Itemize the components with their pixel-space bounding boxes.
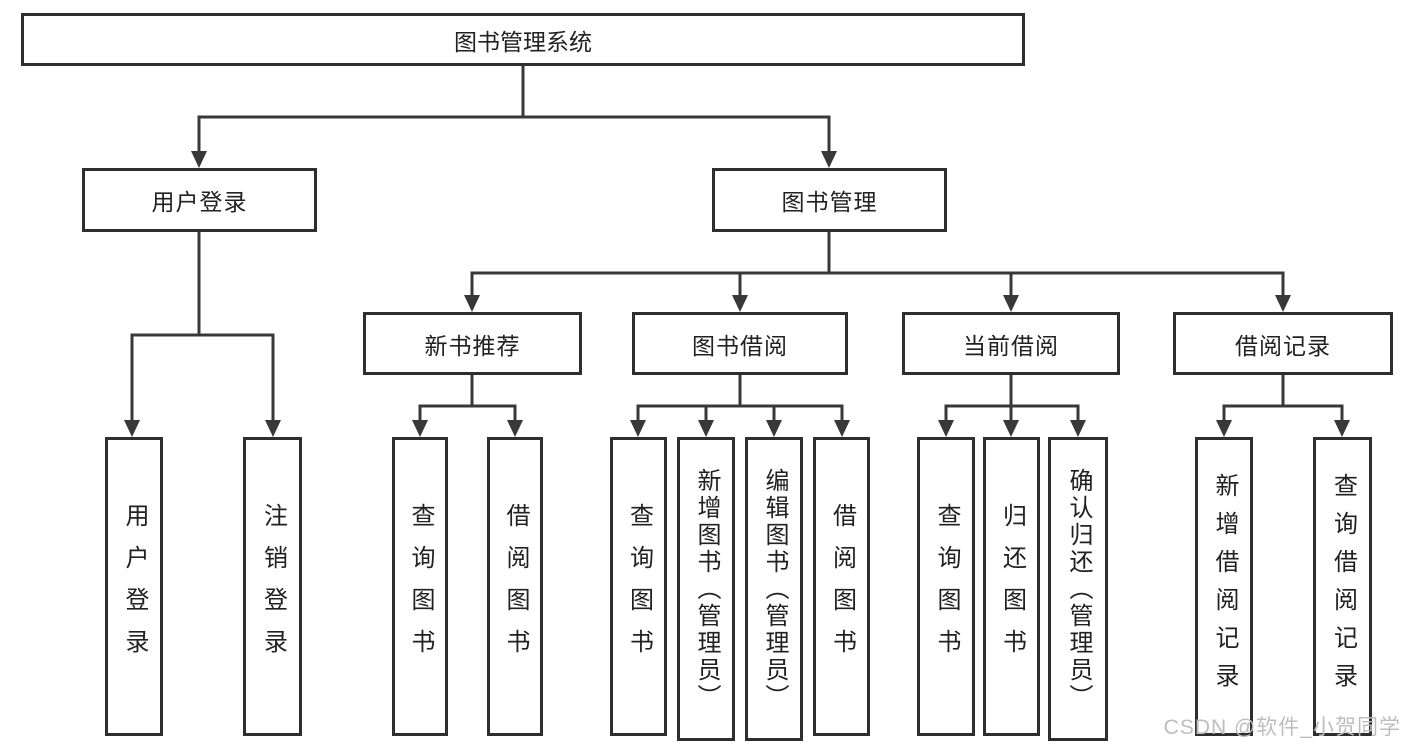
leaf-user-login: 用户登录: [105, 437, 163, 736]
leaf-logout: 注销登录: [243, 437, 302, 736]
leaf-add-book-admin-label: 新增图书（管理员）: [693, 467, 720, 711]
leaf-return-book-label: 归还图书: [998, 502, 1026, 671]
node-book-management: 图书管理: [712, 168, 947, 232]
leaf-borrow-query-book: 查询图书: [610, 437, 667, 736]
leaf-recommend-borrow-book-label: 借阅图书: [502, 502, 529, 671]
leaf-borrow-borrow-book-label: 借阅图书: [828, 502, 856, 671]
leaf-add-borrow-record: 新增借阅记录: [1195, 437, 1253, 736]
leaf-edit-book-admin-label: 编辑图书（管理员）: [761, 467, 788, 711]
leaf-current-query-book-label: 查询图书: [933, 502, 960, 671]
node-current-borrow: 当前借阅: [902, 312, 1120, 375]
leaf-borrow-query-book-label: 查询图书: [625, 502, 653, 671]
node-user-login-label: 用户登录: [151, 189, 248, 215]
leaf-edit-book-admin: 编辑图书（管理员）: [745, 437, 803, 741]
leaf-recommend-query-book-label: 查询图书: [407, 502, 434, 671]
node-book-management-label: 图书管理: [781, 189, 878, 215]
leaf-add-borrow-record-label: 新增借阅记录: [1211, 472, 1238, 701]
node-current-borrow-label: 当前借阅: [963, 332, 1059, 359]
node-root-label: 图书管理系统: [454, 28, 592, 55]
node-borrow-records-label: 借阅记录: [1235, 332, 1331, 359]
leaf-query-borrow-record: 查询借阅记录: [1313, 437, 1372, 736]
leaf-return-book: 归还图书: [983, 437, 1040, 736]
leaf-current-query-book: 查询图书: [917, 437, 975, 736]
leaf-recommend-borrow-book: 借阅图书: [487, 437, 543, 736]
node-user-login: 用户登录: [82, 168, 317, 232]
node-book-borrow: 图书借阅: [632, 312, 848, 375]
leaf-borrow-borrow-book: 借阅图书: [813, 437, 870, 736]
leaf-user-login-label: 用户登录: [121, 502, 148, 671]
node-book-borrow-label: 图书借阅: [692, 332, 788, 359]
leaf-recommend-query-book: 查询图书: [392, 437, 448, 736]
leaf-confirm-return-admin: 确认归还（管理员）: [1048, 437, 1108, 741]
node-root: 图书管理系统: [21, 13, 1025, 66]
node-borrow-records: 借阅记录: [1173, 312, 1393, 375]
csdn-watermark: CSDN @软件_小贺同学: [1163, 716, 1401, 739]
leaf-add-book-admin: 新增图书（管理员）: [677, 437, 735, 741]
node-new-book-recommend: 新书推荐: [363, 312, 582, 375]
leaf-query-borrow-record-label: 查询借阅记录: [1329, 472, 1357, 701]
node-new-book-recommend-label: 新书推荐: [424, 332, 521, 359]
leaf-logout-label: 注销登录: [259, 502, 287, 671]
leaf-confirm-return-admin-label: 确认归还（管理员）: [1065, 467, 1092, 711]
